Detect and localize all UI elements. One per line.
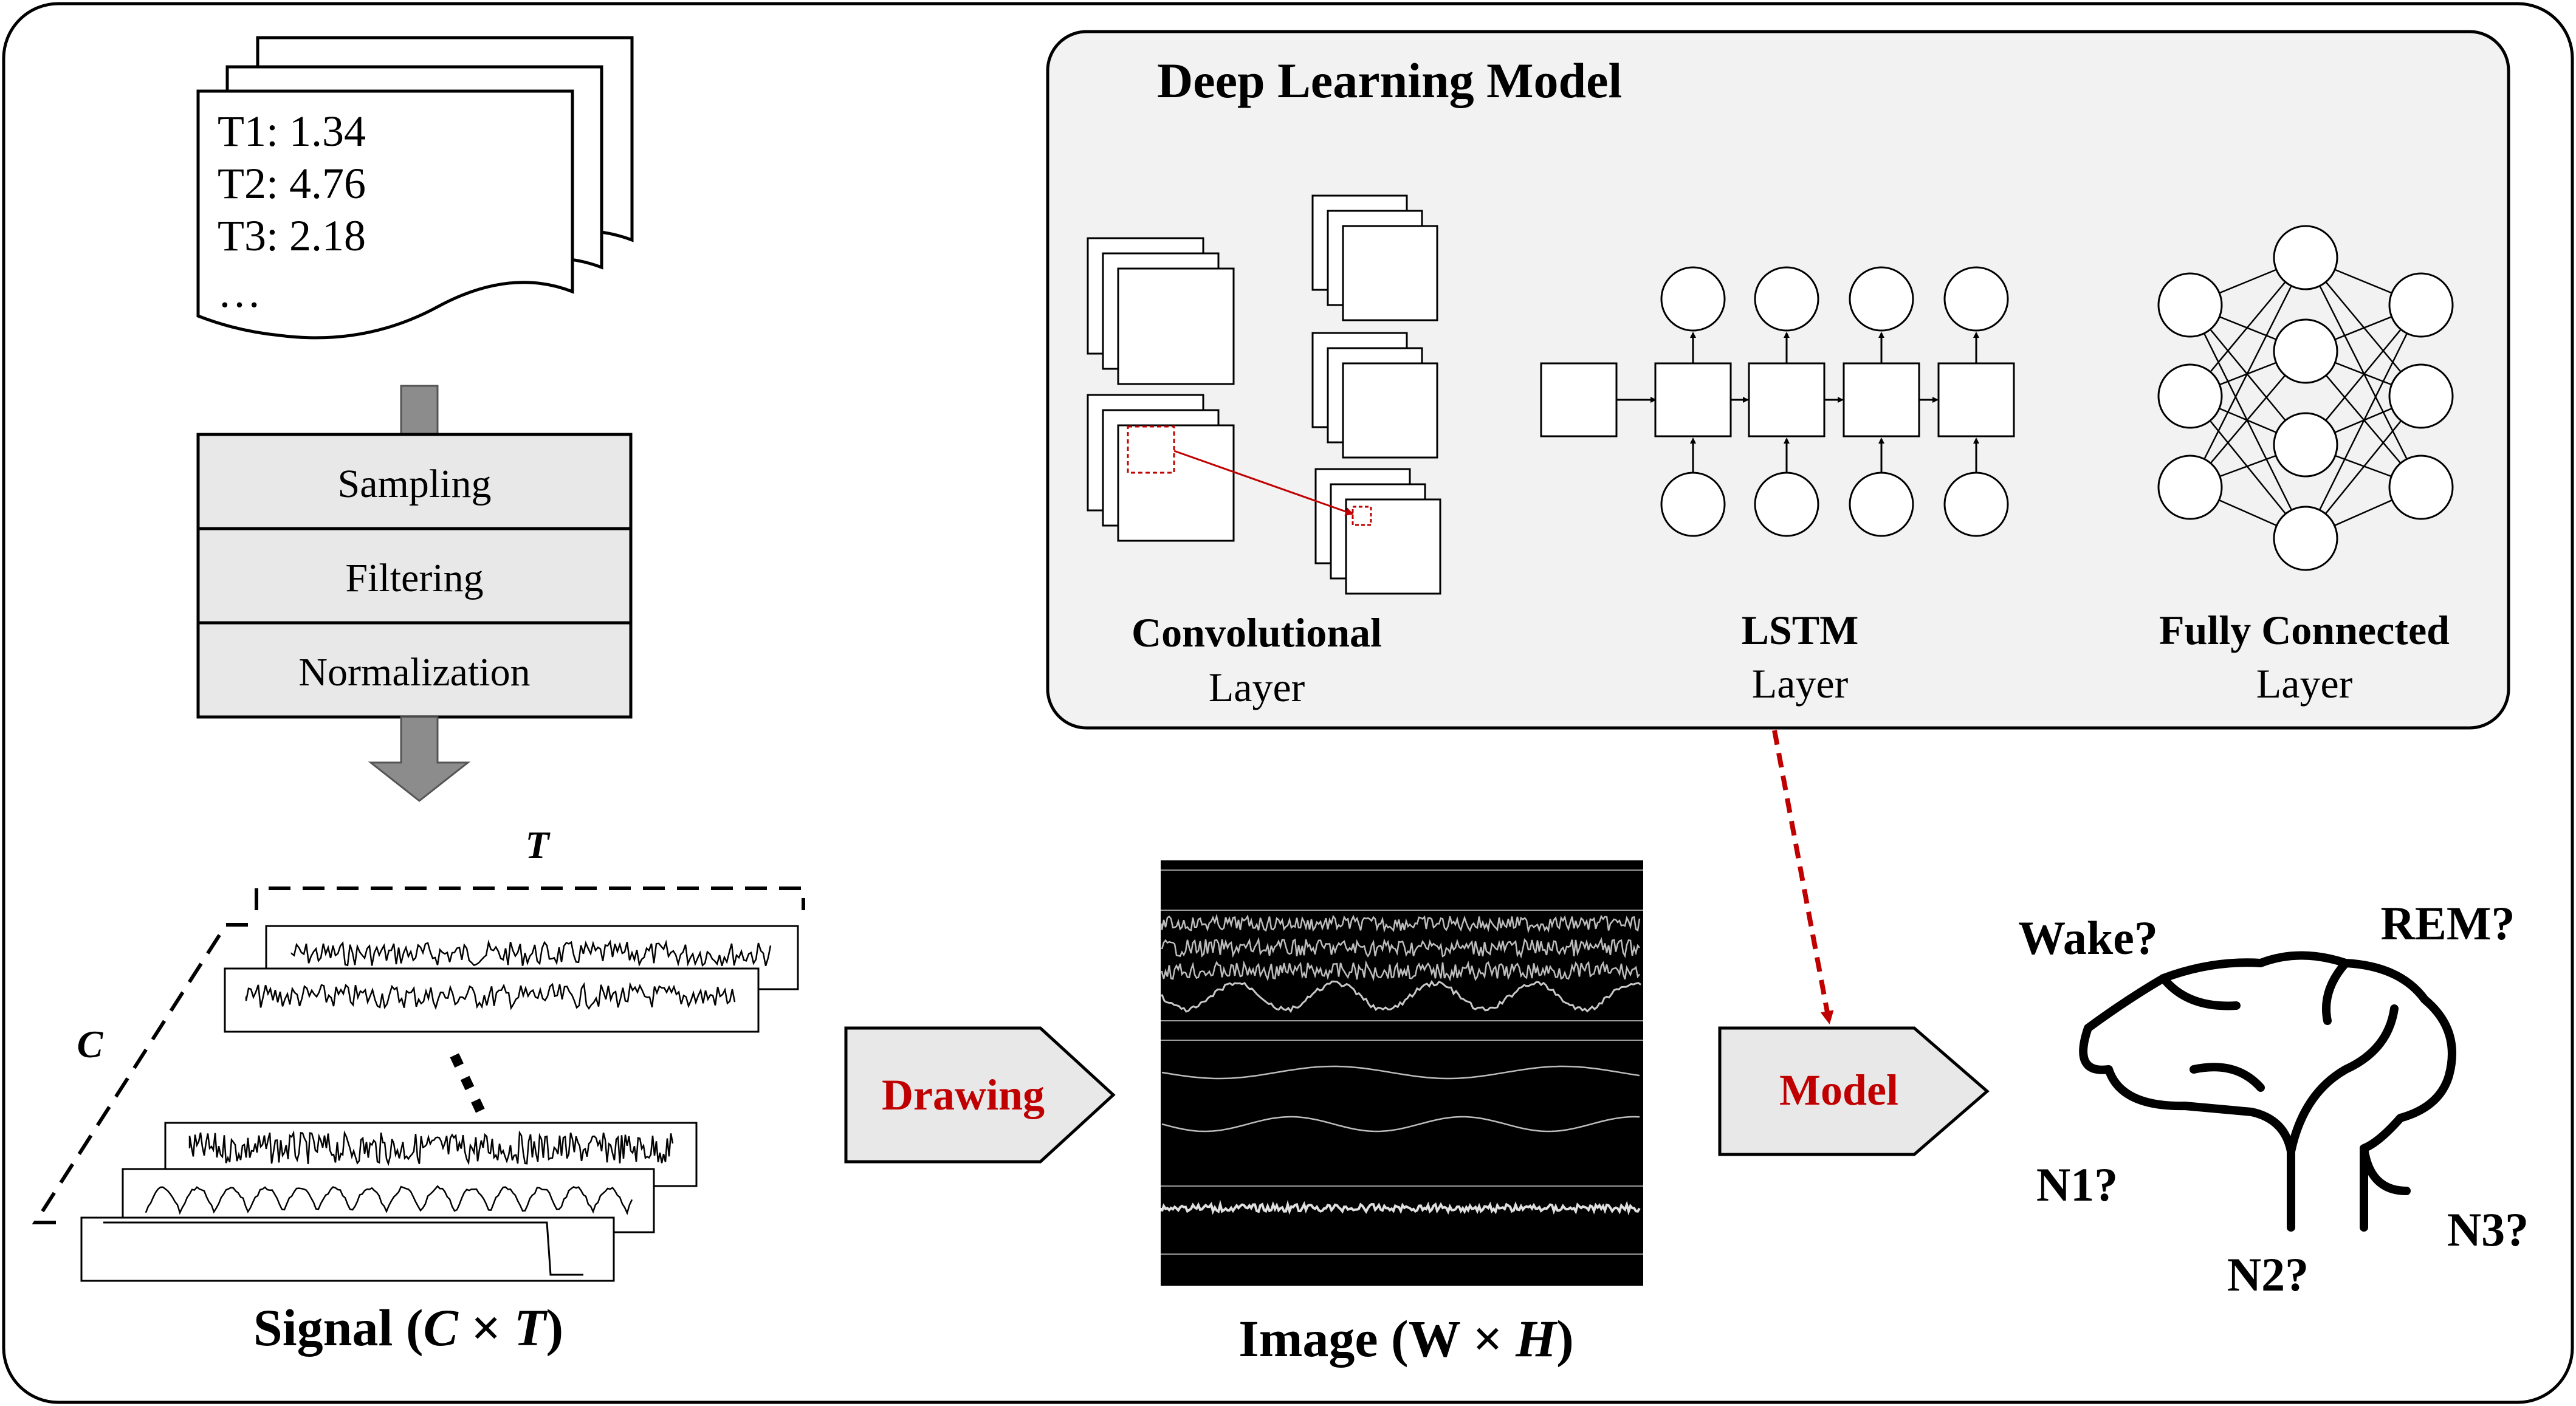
image-caption: Image (W × H): [1238, 1309, 1573, 1368]
fc-output-node: [2388, 363, 2454, 429]
image-trace-3: [1161, 960, 1640, 982]
doc-line-ellipsis: …: [218, 268, 261, 317]
lstm-layer-name: LSTM: [1742, 607, 1859, 653]
stage-n1: N1?: [2036, 1158, 2118, 1211]
fc-hidden-node: [2273, 506, 2338, 571]
stage-n3: N3?: [2447, 1203, 2529, 1256]
channel-1-trace: [290, 939, 772, 967]
drawing-label: Drawing: [882, 1071, 1045, 1119]
fc-edge: [2304, 304, 2422, 539]
brain-icon: [2079, 951, 2456, 1232]
t-bracket: [255, 886, 805, 910]
image-trace-4: [1161, 979, 1641, 1013]
image-trace-5: [1161, 1065, 1640, 1080]
feature-cell-box: [1352, 506, 1372, 526]
stage-wake: Wake?: [2018, 911, 2158, 964]
fc-output-node: [2388, 272, 2454, 338]
drawing-arrow: Drawing: [844, 1026, 1116, 1164]
image-trace-7: [1161, 1199, 1641, 1216]
lstm-cell: [1843, 362, 1920, 437]
image-trace-6: [1161, 1116, 1640, 1133]
down-arrow-connector: [400, 385, 439, 436]
filtering-box: [196, 527, 633, 625]
preprocessing-stack: Sampling Filtering Normalization: [196, 433, 633, 719]
lstm-output-node: [1660, 266, 1726, 332]
eeg-image: [1161, 860, 1643, 1286]
fc-edge: [2304, 257, 2422, 488]
fc-edge: [2189, 304, 2307, 539]
fc-hidden-node: [2273, 225, 2338, 290]
doc-line-2: T2: 4.76: [218, 159, 366, 208]
fc-input-node: [2157, 363, 2223, 429]
t-label: T: [525, 823, 551, 866]
filtering-label: Filtering: [345, 556, 483, 600]
panel-to-model-arrow: [1772, 730, 1834, 1024]
sampling-label: Sampling: [337, 462, 491, 506]
channel-2-frame: [224, 967, 760, 1033]
fc-layer-sub: Layer: [2256, 660, 2353, 707]
model-arrow: Model: [1718, 1026, 1990, 1156]
channel-4-trace: [145, 1185, 633, 1216]
channel-5-frame: [80, 1216, 615, 1282]
lstm-input-node: [1943, 472, 2009, 537]
receptive-field-box: [1127, 425, 1175, 474]
fc-output-node: [2388, 454, 2454, 520]
fc-layer-name: Fully Connected: [2159, 607, 2450, 653]
fc-input-node: [2157, 454, 2223, 520]
lstm-output-node: [1849, 266, 1914, 332]
deep-learning-panel: Deep Learning Model Convolutional Layer …: [1046, 30, 2510, 730]
fc-input-node: [2157, 272, 2223, 338]
channel-2-trace: [245, 981, 736, 1010]
conv-layer-diagram: [1087, 194, 1441, 595]
normalization-box: [196, 621, 633, 719]
lstm-cell: [1654, 362, 1732, 437]
lstm-cell: [1748, 362, 1826, 437]
fc-layer-diagram: [2157, 225, 2454, 571]
model-label: Model: [1779, 1066, 1898, 1114]
lstm-input-node: [1660, 472, 1726, 537]
image-trace-2: [1161, 936, 1640, 959]
deep-learning-title: Deep Learning Model: [1157, 53, 1622, 108]
stage-rem: REM?: [2381, 897, 2515, 950]
down-arrow-to-signal: [368, 716, 471, 802]
lstm-input-node: [1754, 472, 1819, 537]
sampling-box: [196, 433, 633, 530]
conv-layer-sub: Layer: [1209, 664, 1305, 710]
signal-stack: T C ⋮ Signal (C × T): [32, 823, 805, 1357]
conv-mapping-arrow: [1173, 450, 1354, 516]
fc-hidden-node: [2273, 318, 2338, 384]
channel-5-trace: [103, 1221, 583, 1276]
doc-line-1: T1: 1.34: [218, 107, 366, 156]
document-stack: T1: 1.34 T2: 4.76 T3: 2.18 …: [196, 36, 634, 340]
stage-n2: N2?: [2227, 1248, 2309, 1301]
lstm-layer-diagram: [1540, 266, 2015, 537]
signal-caption: Signal (C × T): [253, 1298, 563, 1357]
fc-hidden-node: [2273, 412, 2338, 478]
c-bracket: [32, 923, 248, 1224]
fc-edge: [2189, 257, 2307, 488]
lstm-input-node: [1849, 472, 1914, 537]
lstm-output-node: [1943, 266, 2009, 332]
c-label: C: [77, 1023, 104, 1066]
lstm-input-box: [1540, 362, 1618, 437]
lstm-cell: [1937, 362, 2015, 437]
lstm-output-node: [1754, 266, 1819, 332]
lstm-layer-sub: Layer: [1752, 660, 1849, 707]
doc-line-3: T3: 2.18: [218, 211, 366, 260]
image-trace-1: [1161, 913, 1641, 934]
document-page: [196, 89, 574, 340]
image-grid-lines: [1161, 869, 1643, 1255]
channel-3-trace: [188, 1130, 674, 1167]
normalization-label: Normalization: [298, 650, 530, 694]
conv-layer-name: Convolutional: [1132, 609, 1382, 656]
